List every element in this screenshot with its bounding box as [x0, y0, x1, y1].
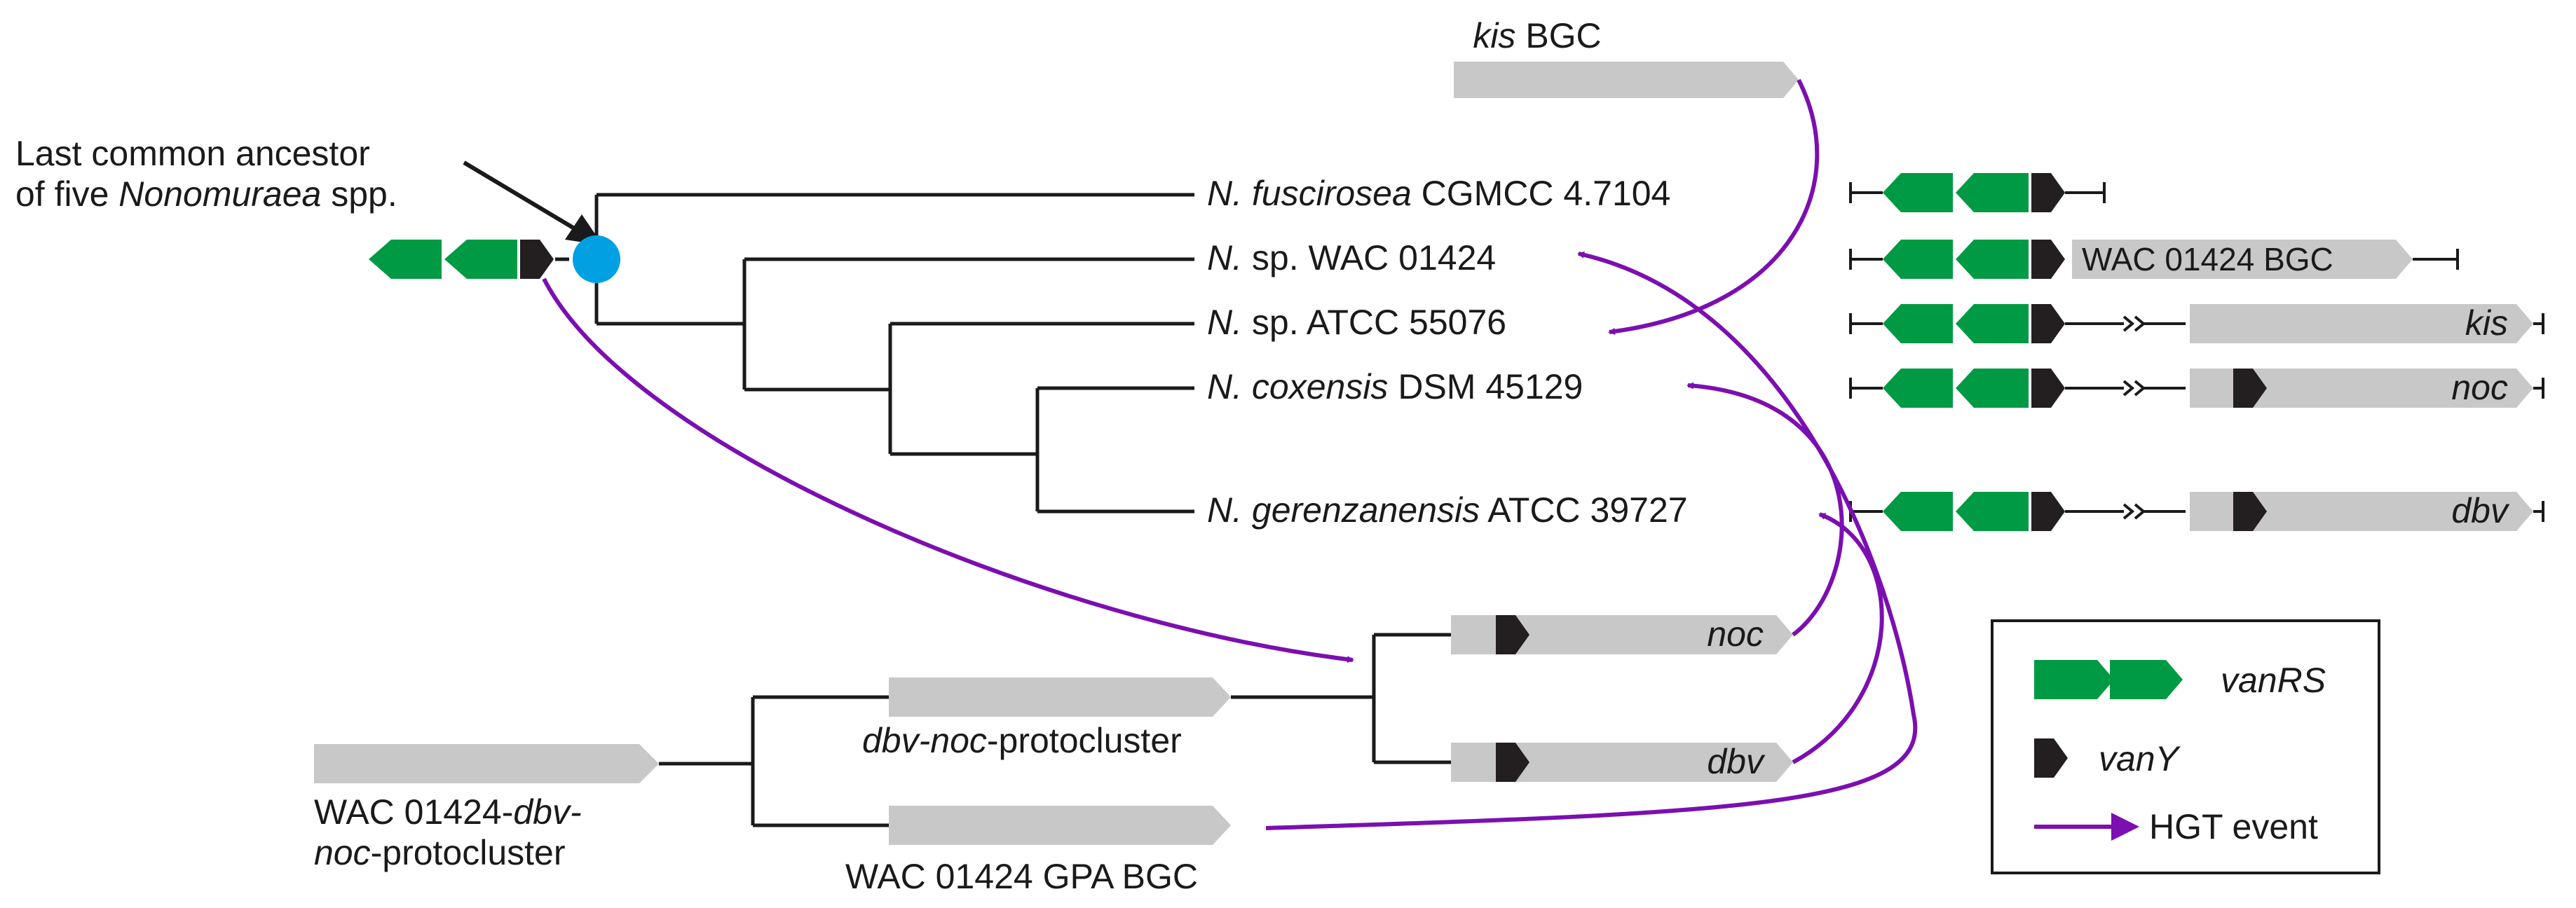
wac-gpa-bgc-label: WAC 01424 GPA BGC: [845, 857, 1198, 896]
cluster-row-fuscirosea: [1849, 173, 2106, 212]
wac-bgc-label: WAC 01424 BGC: [2082, 241, 2333, 277]
cluster-row-wac01424: [1849, 240, 2459, 279]
noc-cluster-label: noc: [2451, 368, 2508, 407]
hgt-arrow-noc-to-coxensis: [1686, 382, 1844, 637]
vanY-gene: [2233, 369, 2267, 408]
vanR-gene: [1883, 492, 1953, 531]
wac-gpa-bgc-arrow: [889, 806, 1231, 845]
dbv-cluster-arrow: [2190, 492, 2533, 531]
kis-bgc-arrow: [1454, 62, 1799, 98]
legend-vanRS-label: vanRS: [2221, 661, 2326, 700]
vanY-gene: [1496, 743, 1529, 782]
ancestor-label-line2: of five Nonomuraea spp.: [15, 174, 397, 214]
legend-vanY-icon: [2034, 738, 2068, 778]
vanY-gene: [2031, 240, 2065, 279]
hgt-arrow-dbv-to-gerenzanensis: [1792, 512, 1884, 764]
vanS-gene: [1956, 173, 2029, 212]
lower-noc-label: noc: [1707, 614, 1764, 654]
taxon-label-2: N. sp. WAC 01424: [1207, 238, 1496, 277]
ancestor-label-line1: Last common ancestor: [15, 134, 370, 173]
wac-dbv-noc-protocluster-label-2: noc-protocluster: [314, 833, 566, 872]
legend-vanS-icon: [2110, 660, 2183, 699]
legend: vanRS vanY HGT event: [1991, 619, 2380, 874]
bgc-tree: [659, 633, 1451, 827]
legend-vanY-label: vanY: [2099, 739, 2181, 778]
hgt-arrows: [542, 78, 1918, 830]
vanY-gene: [2233, 492, 2267, 531]
kis-cluster-arrow: [2190, 304, 2533, 343]
wac-dbv-noc-protocluster-label-1: WAC 01424-dbv-: [314, 792, 582, 832]
taxon-label-1: N. fuscirosea CGMCC 4.7104: [1207, 174, 1670, 213]
lower-dbv-arrow: [1451, 743, 1793, 782]
dbv-cluster-label: dbv: [2451, 491, 2510, 530]
cluster-row-coxensis: [1849, 369, 2544, 408]
vanR-gene: [1883, 304, 1953, 343]
taxon-label-3: N. sp. ATCC 55076: [1207, 303, 1506, 342]
vanY-gene: [2031, 492, 2065, 531]
vanS-gene: [1956, 492, 2029, 531]
ancestor-node: [573, 235, 620, 283]
wac-dbv-noc-protocluster-arrow: [314, 744, 659, 783]
kis-cluster-label: kis: [2465, 303, 2508, 343]
ancestor-gene-cluster: [369, 240, 569, 279]
vanS-gene: [1956, 240, 2029, 279]
vanY-gene: [2031, 369, 2065, 408]
vanS-gene: [1956, 304, 2029, 343]
hgt-arrow-ancestor-to-protocluster: [542, 277, 1354, 663]
hgt-arrow-kis-to-atcc55076: [1608, 78, 1820, 335]
vanS-gene: [444, 240, 517, 279]
wac-bgc-arrow: [2072, 240, 2413, 279]
lower-dbv-label: dbv: [1707, 742, 1766, 781]
ancestor-pointer-arrow: [463, 160, 587, 238]
dbv-noc-protocluster-arrow: [889, 677, 1231, 717]
dbv-noc-protocluster-label: dbv-noc-protocluster: [862, 721, 1182, 760]
vanY-gene: [1496, 615, 1529, 654]
vanR-gene: [1883, 240, 1953, 279]
vanY-gene: [2031, 304, 2065, 343]
vanR-gene: [1883, 173, 1953, 212]
vanY-gene: [2031, 173, 2065, 212]
lower-noc-arrow: [1451, 615, 1793, 654]
taxon-label-5: N. gerenzanensis ATCC 39727: [1207, 490, 1688, 530]
taxon-label-4: N. coxensis DSM 45129: [1207, 367, 1583, 406]
legend-hgt-arrowhead: [2111, 813, 2139, 841]
cluster-row-gerenzanensis: [1849, 492, 2544, 531]
species-tree: [594, 193, 1194, 514]
vanR-gene: [369, 240, 442, 279]
legend-vanR-icon: [2034, 660, 2114, 699]
kis-bgc-title: kis BGC: [1473, 16, 1601, 55]
vanS-gene: [1956, 369, 2029, 408]
vanR-gene: [1883, 369, 1953, 408]
noc-cluster-arrow: [2190, 369, 2533, 408]
cluster-row-atcc55076: [1849, 304, 2544, 343]
vanY-gene: [520, 240, 554, 279]
hgt-arrow-gpa-to-wac01424: [1265, 251, 1918, 830]
legend-hgt-label: HGT event: [2149, 807, 2318, 846]
